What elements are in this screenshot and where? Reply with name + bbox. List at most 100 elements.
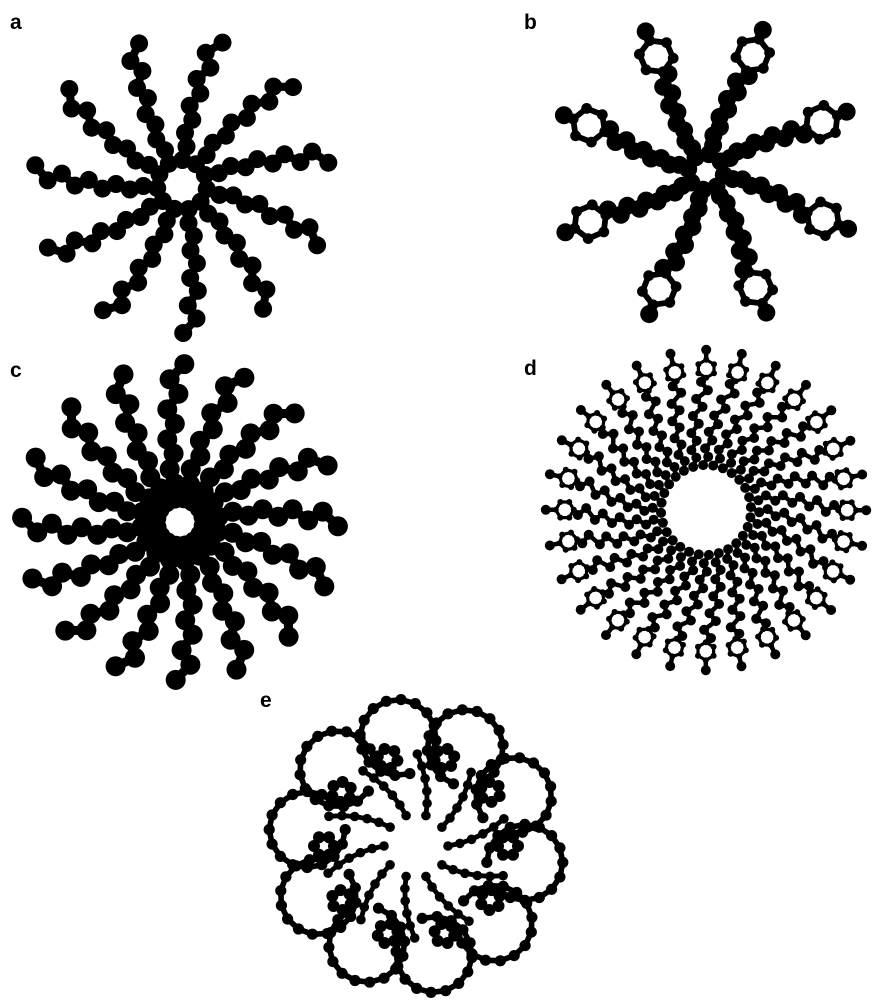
molecule-arm	[541, 499, 668, 530]
atom	[557, 515, 563, 521]
atom	[840, 515, 846, 521]
panel-c: c	[0, 340, 444, 680]
atom	[814, 134, 825, 145]
atom	[563, 467, 569, 473]
atom	[843, 547, 849, 553]
atom	[771, 361, 781, 371]
atom	[568, 484, 574, 490]
panel-b: b	[444, 0, 889, 340]
bond	[508, 832, 523, 833]
atom	[847, 532, 853, 538]
atom	[612, 405, 618, 411]
atom	[575, 437, 581, 443]
atom	[803, 107, 814, 118]
atom	[830, 127, 841, 138]
bond	[490, 876, 503, 877]
atom	[643, 270, 654, 281]
atom	[711, 653, 717, 659]
atom	[823, 574, 829, 580]
bond	[494, 819, 504, 827]
atom	[800, 616, 806, 622]
atom	[601, 380, 611, 390]
atom	[621, 610, 627, 616]
atom	[576, 559, 582, 565]
atom	[572, 545, 578, 551]
atom	[618, 388, 624, 394]
atom	[646, 626, 652, 632]
atom	[769, 627, 775, 633]
atom	[802, 207, 813, 218]
atom	[601, 598, 607, 604]
atom	[559, 482, 565, 488]
atom	[845, 575, 855, 585]
atom	[555, 106, 573, 124]
atom	[584, 450, 590, 456]
atom	[695, 653, 701, 659]
atom	[741, 639, 747, 645]
atom	[731, 52, 742, 63]
atom	[600, 589, 606, 595]
atom	[815, 428, 821, 434]
atom	[637, 627, 643, 633]
atom	[569, 451, 575, 457]
atom	[624, 619, 630, 625]
atom	[826, 605, 836, 615]
atom	[782, 395, 788, 401]
atom	[663, 367, 669, 373]
atom	[674, 378, 680, 384]
atom	[823, 441, 829, 447]
atom	[838, 530, 844, 536]
atom	[597, 109, 608, 120]
atom	[703, 375, 709, 381]
atom	[557, 574, 567, 584]
atom	[785, 610, 791, 616]
bond	[361, 907, 364, 920]
atom	[557, 435, 567, 445]
atom	[788, 388, 794, 394]
atom	[849, 515, 855, 521]
atom	[726, 642, 732, 648]
atom	[594, 604, 600, 610]
molecule-arm	[295, 726, 395, 832]
atom	[695, 644, 701, 650]
atom	[737, 661, 747, 671]
atom	[770, 649, 780, 659]
atom	[631, 649, 641, 659]
atom	[741, 65, 752, 76]
atom	[711, 644, 717, 650]
atom	[680, 372, 686, 378]
atom	[577, 455, 583, 461]
atom	[566, 515, 572, 521]
atom	[633, 635, 639, 641]
atom	[822, 592, 828, 598]
atom	[680, 642, 686, 648]
atom	[773, 635, 779, 641]
atom	[701, 665, 711, 675]
atom	[637, 387, 643, 393]
atom	[737, 36, 748, 47]
atom	[857, 470, 867, 480]
atom	[759, 373, 765, 379]
atom	[668, 53, 679, 64]
bond	[468, 772, 471, 785]
atom	[664, 297, 675, 308]
atom	[678, 363, 684, 369]
atom	[847, 482, 853, 488]
bond	[22, 518, 37, 533]
atom	[591, 586, 597, 592]
atom	[651, 380, 657, 386]
atom	[773, 379, 779, 385]
atom	[663, 647, 669, 653]
bond	[170, 364, 185, 379]
atom	[728, 363, 734, 369]
atom	[728, 651, 734, 657]
atom	[583, 441, 589, 447]
atom	[572, 469, 578, 475]
atom	[600, 425, 606, 431]
atom	[612, 609, 618, 615]
atom	[835, 507, 841, 513]
atom	[845, 436, 855, 446]
atom	[806, 425, 812, 431]
atom	[832, 537, 838, 543]
atom	[820, 230, 831, 241]
